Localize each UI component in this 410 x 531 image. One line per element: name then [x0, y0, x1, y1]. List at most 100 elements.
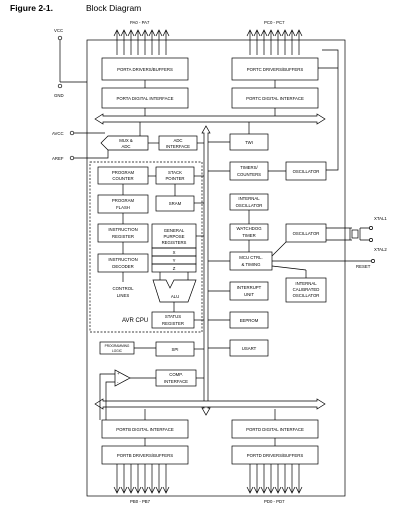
control-lines-label-1: CONTROL [112, 286, 134, 291]
instruction-register-label-2: REGISTER [112, 234, 134, 239]
sram-label: SRAM [169, 201, 182, 206]
adc-interface-label-2: INTERFACE [166, 144, 190, 149]
mux-adc-label-2: ADC [121, 144, 130, 149]
internal-data-bus [201, 125, 211, 416]
watchdog-timer-label-1: WATCHDOG [236, 226, 262, 231]
status-register-label-2: REGISTER [162, 321, 184, 326]
internal-oscillator-label-1: INTERNAL [238, 196, 260, 201]
spi-label: SPI [172, 347, 179, 352]
control-lines-label-2: LINES [117, 293, 130, 298]
int-cal-osc-label-3: OSCILLATOR [293, 293, 320, 298]
xtal2-pin [369, 238, 373, 242]
aref-label: AREF [52, 156, 64, 161]
figure-title: Block Diagram [86, 3, 142, 13]
usart-label: USART [242, 346, 257, 351]
programming-logic-label-2: LOGIC [112, 349, 123, 353]
adc-interface-label-1: ADC [173, 138, 182, 143]
link [360, 227, 370, 241]
figure-label: Figure 2-1. [10, 3, 53, 13]
reset-pin [371, 259, 375, 263]
crystal-symbol [351, 229, 359, 239]
link [74, 150, 109, 159]
reset-label: RESET [356, 264, 371, 269]
power-pins [57, 35, 87, 89]
portd-drivers-block [231, 445, 319, 465]
instruction-decoder-label-1: INSTRUCTION [108, 257, 137, 262]
link [99, 373, 115, 420]
pd-label: PD0 - PD7 [264, 499, 285, 504]
pc-label: PC0 - PC7 [264, 20, 285, 25]
chip-outline [86, 39, 346, 497]
reg-y-label: Y [173, 258, 176, 263]
stack-pointer-label-1: STACK [168, 170, 182, 175]
programming-logic-label-1: PROGRAMMING [105, 344, 130, 348]
pd-pins [246, 464, 303, 494]
mcu-ctrl-label-1: MCU CTRL. [239, 255, 262, 260]
comp-interface-label-1: COMP. [169, 372, 183, 377]
mux-adc-label-1: MUX & [119, 138, 133, 143]
program-counter-label-1: PROGRAM [112, 170, 135, 175]
comp-interface-label-2: INTERFACE [164, 379, 188, 384]
mux-adc-block [100, 135, 149, 151]
watchdog-timer-label-2: TIMER [242, 233, 255, 238]
program-flash-label-1: PROGRAM [112, 198, 135, 203]
timers-counters-label-2: COUNTERS [237, 172, 261, 177]
pb-label: PB0 - PB7 [130, 499, 151, 504]
gpr-label-3: REGISTERS [162, 240, 187, 245]
xtal1-label: XTAL1 [374, 216, 387, 221]
alu-block [152, 279, 197, 303]
portd-digital-label: PORTD DIGITAL INTERFACE [246, 427, 304, 432]
oscillator-1-block [285, 161, 327, 181]
xtal1-pin [369, 226, 373, 230]
oscillator-2-block [285, 223, 327, 243]
reg-z-block [151, 263, 197, 273]
xtal2-label: XTAL2 [374, 247, 387, 252]
comparator-symbol [114, 369, 131, 387]
porta-digital-label: PORTA DIGITAL INTERFACE [117, 96, 174, 101]
gpr-label-1: GENERAL [164, 228, 185, 233]
gpr-label-2: PURPOSE [163, 234, 184, 239]
comparator-minus: - [117, 380, 119, 385]
int-cal-osc-label-1: INTERNAL [295, 281, 317, 286]
alu-label: ALU [171, 294, 179, 299]
pa-label: PA0 - PA7 [130, 20, 150, 25]
program-flash-label-2: FLASH [116, 205, 130, 210]
instruction-register-label-1: INSTRUCTION [108, 227, 137, 232]
avcc-label: AVCC [52, 131, 64, 136]
internal-oscillator-label-2: OSCILLATOR [236, 203, 263, 208]
avr-cpu-region [89, 161, 203, 333]
timers-counters-label-1: TIMERS/ [240, 165, 258, 170]
pa-pins [113, 29, 170, 55]
eeprom-label: EEPROM [240, 318, 259, 323]
portc-digital-label: PORTC DIGITAL INTERFACE [246, 96, 304, 101]
reg-z-label: Z [173, 266, 176, 271]
osc-feedback-line [322, 49, 339, 171]
program-counter-label-2: COUNTER [112, 176, 133, 181]
portb-drivers-label: PORTB DRIVERS/BUFFERS [117, 453, 173, 458]
mcu-ctrl-label-2: & TIMING [241, 262, 261, 267]
stack-pointer-label-2: POINTER [165, 176, 184, 181]
vcc-label: VCC [54, 28, 63, 33]
comparator-plus: + [117, 371, 120, 376]
aref-pin [69, 155, 75, 161]
twi-label: TWI [245, 140, 253, 145]
reg-x-label: X [173, 250, 176, 255]
porta-drivers-label: PORTA DRIVERS/BUFFERS [117, 67, 173, 72]
gnd-label: GND [54, 93, 64, 98]
portc-drivers-label: PORTC DRIVERS/BUFFERS [247, 67, 304, 72]
interrupt-unit-label-1: INTERRUPT [237, 285, 262, 290]
xtal-lines [326, 227, 352, 241]
pb-pins [113, 464, 170, 494]
avr-cpu-label: AVR CPU [122, 318, 148, 324]
interrupt-unit-label-2: UNIT [244, 292, 254, 297]
status-register-label-1: STATUS [165, 314, 181, 319]
portd-drivers-label: PORTD DRIVERS/BUFFERS [247, 453, 304, 458]
int-cal-osc-label-2: CALIBRATED [293, 287, 320, 292]
portb-digital-label: PORTB DIGITAL INTERFACE [116, 427, 174, 432]
link [271, 265, 307, 271]
instruction-decoder-label-2: DECODER [112, 264, 134, 269]
bottom-data-bus [94, 398, 326, 410]
oscillator-2-label: OSCILLATOR [293, 231, 320, 236]
oscillator-1-label: OSCILLATOR [293, 169, 320, 174]
